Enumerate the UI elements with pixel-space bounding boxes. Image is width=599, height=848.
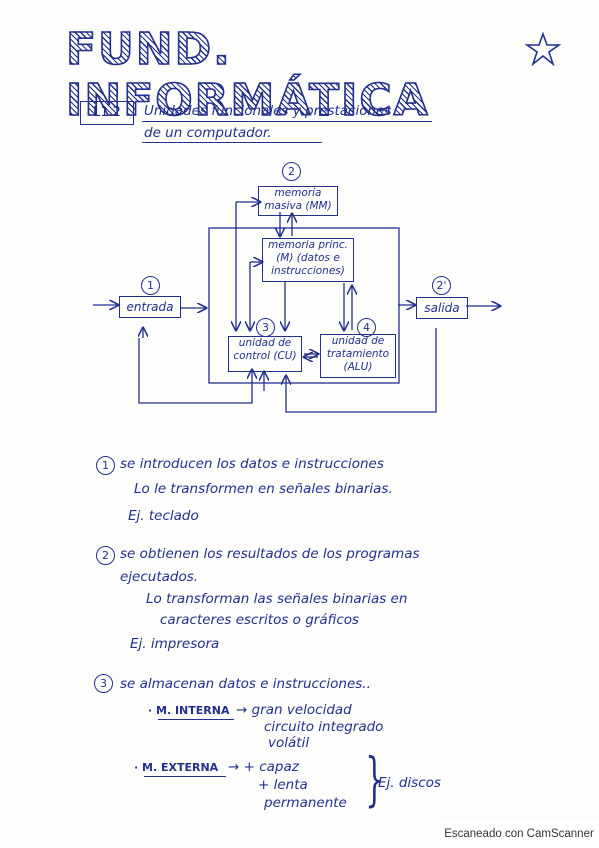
box-memoria-principal: memoria princ. (M) (datos e instruccione… xyxy=(262,238,354,282)
note-3-internal-label: · M. INTERNA xyxy=(148,704,230,717)
star-icon xyxy=(525,32,561,66)
note-3-external-2: + lenta xyxy=(258,777,308,793)
page-title: FUND. INFORMÁTICA xyxy=(65,23,599,127)
note-3-external-label: · M. EXTERNA xyxy=(134,761,219,774)
box-line: control (CU) xyxy=(233,350,297,362)
note-1-line-2: Lo le transformen en señales binarias. xyxy=(134,481,393,497)
note-3-internal-2: circuito integrado xyxy=(264,719,384,735)
box-unidad-tratamiento: unidad de tratamiento (ALU) xyxy=(320,334,396,378)
box-entrada: entrada xyxy=(119,296,181,318)
note-1-example: Ej. teclado xyxy=(128,508,199,524)
note-3-external-1: → + capaz xyxy=(228,759,299,775)
box-line: unidad de xyxy=(238,337,292,349)
note-number-3: 3 xyxy=(94,674,113,693)
note-3-external-example: Ej. discos xyxy=(378,775,441,791)
diagram-number-mm: 2 xyxy=(282,162,301,181)
underline xyxy=(158,719,234,721)
note-2-example: Ej. impresora xyxy=(130,636,220,652)
box-line: tratamiento xyxy=(326,348,390,360)
note-1-line-1: se introducen los datos e instrucciones xyxy=(120,456,384,472)
scanner-watermark: Escaneado con CamScanner xyxy=(439,820,599,848)
note-3-external-3: permanente xyxy=(264,795,347,811)
underline xyxy=(144,776,226,778)
box-line: (M) (datos e xyxy=(276,252,340,264)
note-number-1: 1 xyxy=(96,456,115,475)
subtitle-line-1: Unidades funcionales y prestaciones xyxy=(144,103,392,119)
note-3-internal-1: → gran velocidad xyxy=(236,702,352,718)
box-line: masiva (MM) xyxy=(264,200,332,212)
diagram-number-alu: 4 xyxy=(357,318,376,337)
note-number-2: 2 xyxy=(96,546,115,565)
lesson-number: L1.2 xyxy=(80,101,134,125)
note-3-line-1: se almacenan datos e instrucciones.. xyxy=(120,676,371,692)
diagram-number-uc: 3 xyxy=(256,318,275,337)
box-unidad-control: unidad de control (CU) xyxy=(228,336,302,372)
underline xyxy=(142,121,432,123)
note-2-line-1: se obtienen los resultados de los progra… xyxy=(120,546,420,562)
note-2-line-2: ejecutados. xyxy=(120,569,199,585)
underline xyxy=(142,142,322,144)
diagram-number-entrada: 1 xyxy=(141,276,160,295)
box-line: (ALU) xyxy=(343,361,373,373)
diagram-number-salida: 2' xyxy=(432,276,451,295)
box-salida: salida xyxy=(416,297,468,319)
box-line: instrucciones) xyxy=(271,265,345,277)
note-2-line-3: Lo transforman las señales binarias en xyxy=(146,591,408,607)
subtitle-line-2: de un computador. xyxy=(144,125,272,141)
box-line: memoria princ. xyxy=(267,239,348,251)
note-3-internal-3: volátil xyxy=(268,735,310,751)
box-line: unidad de xyxy=(331,335,385,347)
note-2-line-4: caracteres escritos o gráficos xyxy=(160,612,360,628)
brace-icon: } xyxy=(365,745,384,813)
box-memoria-masiva: memoria masiva (MM) xyxy=(258,186,338,216)
box-line: memoria xyxy=(274,187,322,199)
